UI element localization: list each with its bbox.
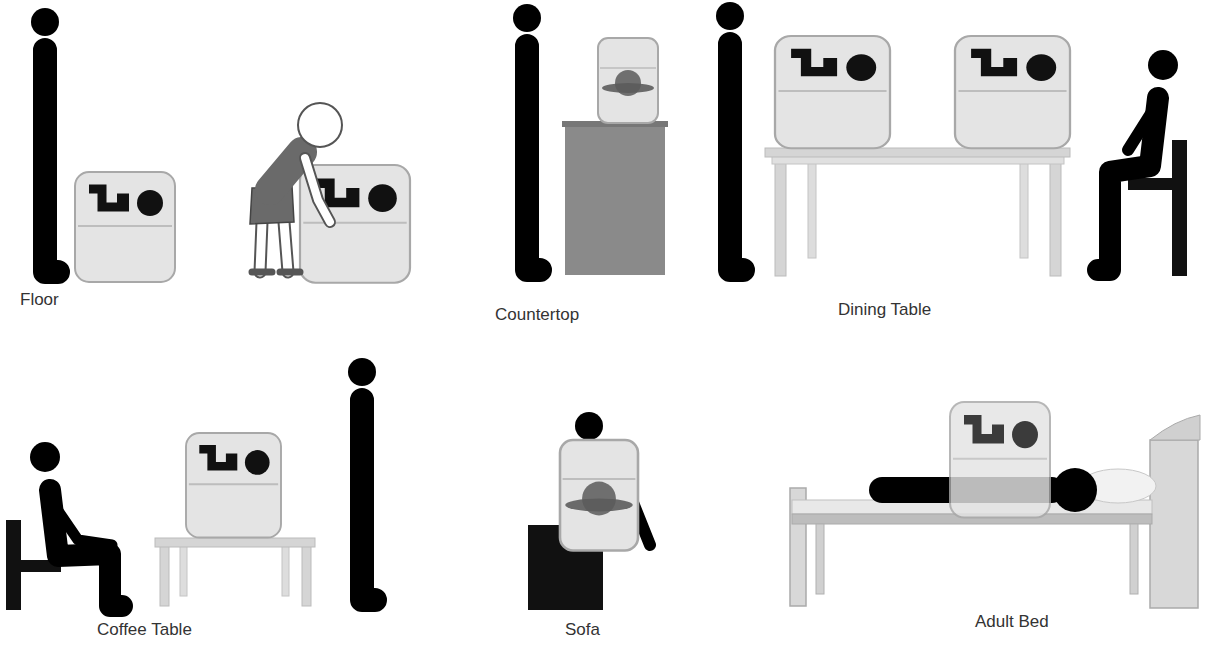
person-head xyxy=(575,412,603,440)
person-body xyxy=(1098,98,1158,270)
table-leg xyxy=(302,546,311,606)
person-head xyxy=(1053,468,1097,512)
bassinet xyxy=(186,433,281,538)
robot-arm xyxy=(305,158,330,222)
table-leg xyxy=(1020,158,1028,258)
person-head xyxy=(348,358,376,386)
bassinet xyxy=(955,36,1070,148)
scene-label: Floor xyxy=(20,290,59,310)
scene-label: Sofa xyxy=(565,620,600,640)
bassinet xyxy=(598,38,658,123)
bed-leg xyxy=(816,524,824,594)
person-head xyxy=(716,2,744,30)
scene-label: Coffee Table xyxy=(97,620,192,640)
robot-head xyxy=(298,103,342,147)
table-top xyxy=(155,538,315,547)
person-arm xyxy=(54,505,112,545)
table-leg xyxy=(775,158,786,276)
person-arm xyxy=(1128,112,1152,150)
bassinet xyxy=(75,172,175,282)
person-head xyxy=(1148,50,1178,80)
scene-label: Countertop xyxy=(495,305,579,325)
headboard xyxy=(1150,440,1198,608)
robot-foot xyxy=(252,269,300,276)
table-leg xyxy=(1050,158,1061,276)
headboard-top xyxy=(1150,415,1200,440)
countertop xyxy=(565,125,665,275)
person-head xyxy=(513,4,541,32)
robot-arm-outline xyxy=(305,158,330,222)
scene-label: Adult Bed xyxy=(975,612,1049,632)
table-leg xyxy=(160,546,169,606)
bassinet xyxy=(950,402,1050,518)
table-top xyxy=(765,148,1070,157)
table-leg xyxy=(180,546,187,596)
chair-leg xyxy=(1176,186,1186,276)
person-body xyxy=(45,50,58,272)
person-body xyxy=(362,400,375,600)
person-head xyxy=(30,442,60,472)
chair-back xyxy=(1172,140,1187,276)
robot-leg xyxy=(260,222,288,272)
bassinet xyxy=(775,36,890,148)
robot-leg-outline xyxy=(260,222,288,272)
table-leg xyxy=(282,546,289,596)
bassinet xyxy=(560,440,638,551)
scene-label: Dining Table xyxy=(838,300,931,320)
person-head xyxy=(31,8,59,36)
person-body xyxy=(50,490,122,606)
table-leg xyxy=(808,158,816,258)
robot-torso xyxy=(270,152,302,190)
person-body xyxy=(730,44,743,270)
bed-leg xyxy=(1130,524,1138,594)
person-body xyxy=(527,46,540,270)
